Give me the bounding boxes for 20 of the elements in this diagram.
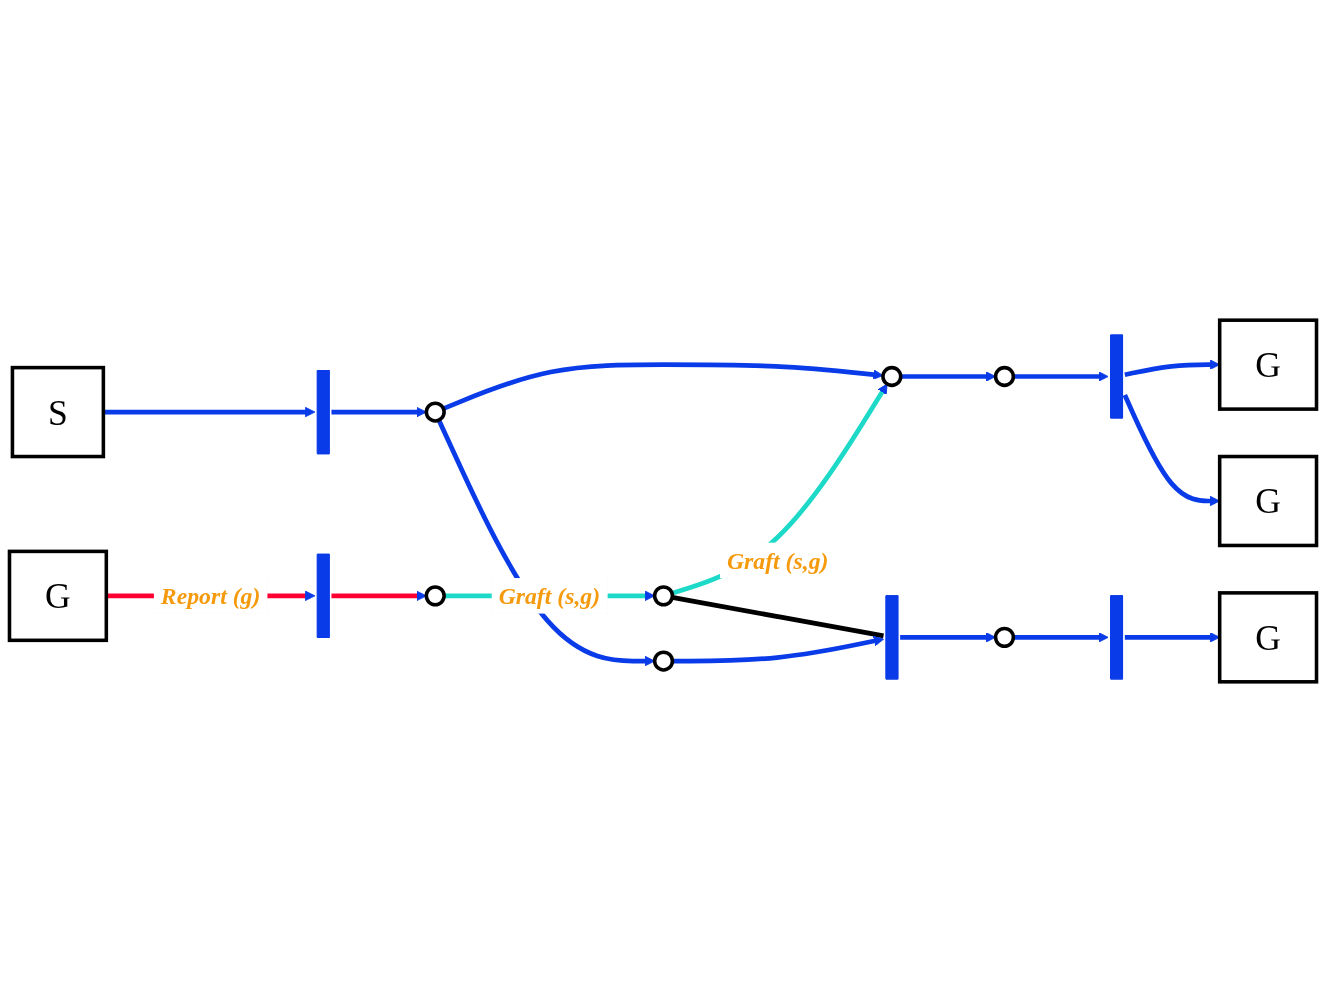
node-box: G [1217,318,1319,411]
node-circle [424,401,446,423]
arrow [1013,371,1109,382]
node-box: G [1217,591,1319,684]
edge-label: Graft (s,g) [726,547,829,574]
node-box: G [7,549,109,643]
node-box: S [10,365,106,459]
edge-label: Graft (s,g) [498,582,601,609]
node-circle [993,365,1016,388]
node-box: G [1217,454,1319,548]
node-circle [652,650,675,672]
connector [671,595,884,639]
edge-label: Report (g) [160,582,261,609]
node-circle [652,585,675,607]
node-circle [424,585,446,607]
arrow [1013,632,1109,643]
node-circle [993,626,1016,649]
arrow [671,383,888,596]
arrow [672,635,884,664]
node-circle [881,365,903,388]
